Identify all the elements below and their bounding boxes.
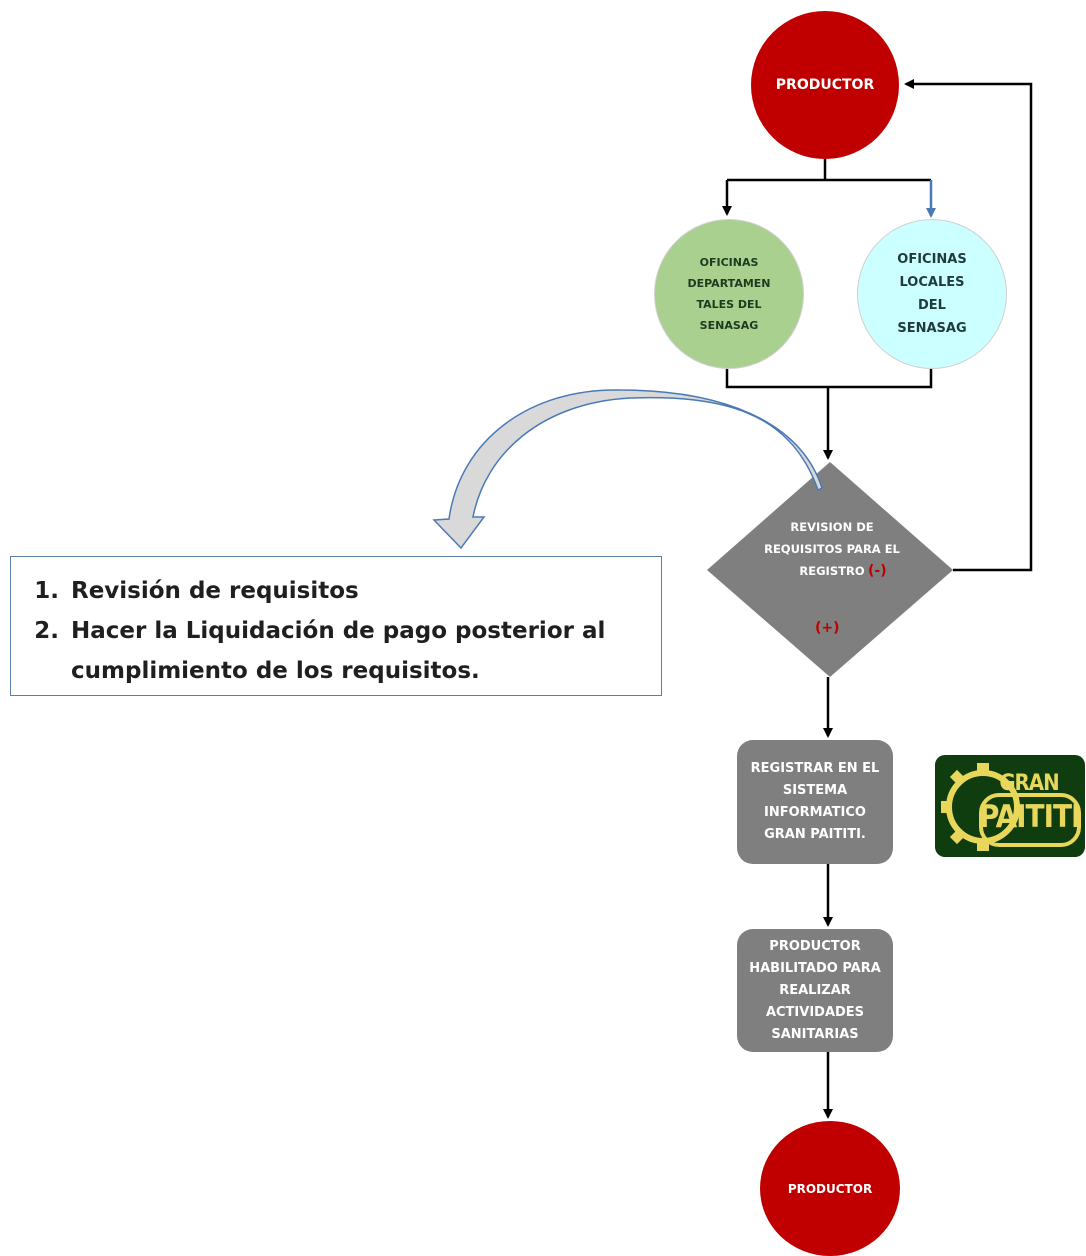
gear-icon xyxy=(941,763,1081,851)
note-item-1: Revisión de requisitos xyxy=(67,571,661,611)
office-departmental-node: OFICINAS DEPARTAMEN TALES DEL SENASAG xyxy=(654,219,804,369)
office-local-label: OFICINAS LOCALES DEL SENASAG xyxy=(897,252,967,336)
gran-paititi-logo: GRAN PAITITI xyxy=(935,755,1085,857)
decision-positive-sign: (+) xyxy=(815,620,840,636)
start-node: PRODUCTOR xyxy=(751,11,899,159)
edge-negative-loop xyxy=(904,79,1033,572)
start-node-label: PRODUCTOR xyxy=(775,77,875,93)
decision-diamond xyxy=(707,462,953,677)
notes-box: Revisión de requisitos Hacer la Liquidac… xyxy=(10,556,662,696)
logo-text-gran: GRAN xyxy=(999,771,1059,796)
register-process-node: REGISTRAR EN EL SISTEMA INFORMATICO GRAN… xyxy=(737,740,893,864)
edge-merge xyxy=(725,367,933,389)
office-departmental-label: OFICINAS DEPARTAMEN TALES DEL SENASAG xyxy=(687,256,771,332)
decision-negative-sign: (-) xyxy=(868,563,887,579)
end-node-label: PRODUCTOR xyxy=(787,1181,873,1196)
office-local-node: OFICINAS LOCALES DEL SENASAG xyxy=(857,219,1007,369)
register-process-label: REGISTRAR EN EL SISTEMA INFORMATICO GRAN… xyxy=(750,761,880,842)
decision-label: REVISION DE REQUISITOS PARA EL REGISTRO xyxy=(764,520,900,578)
note-item-2: Hacer la Liquidación de pago posterior a… xyxy=(67,611,661,691)
enabled-process-label: PRODUCTOR HABILITADO PARA REALIZAR ACTIV… xyxy=(749,938,881,1042)
end-node: PRODUCTOR xyxy=(760,1121,900,1256)
enabled-process-node: PRODUCTOR HABILITADO PARA REALIZAR ACTIV… xyxy=(737,929,893,1052)
curved-callout-arrow xyxy=(432,389,823,550)
notes-list: Revisión de requisitos Hacer la Liquidac… xyxy=(29,571,661,691)
logo-text-paititi: PAITITI xyxy=(979,799,1081,835)
